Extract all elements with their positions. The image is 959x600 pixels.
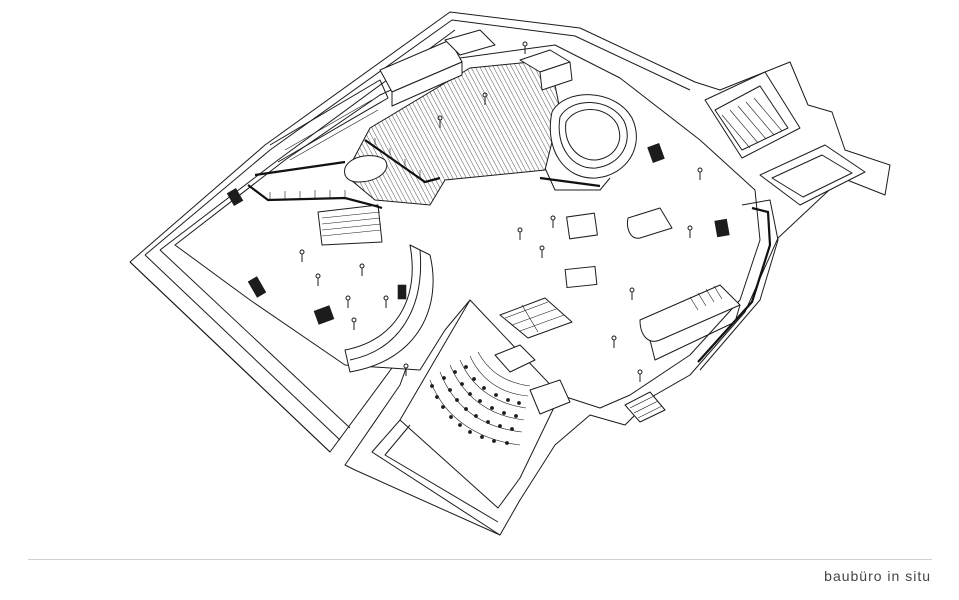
raised-deck: [269, 39, 561, 206]
caption: baubüro in situ: [824, 568, 931, 584]
lecture-hall: [371, 297, 573, 536]
caption-divider: [28, 559, 932, 560]
people: [299, 41, 703, 382]
west-steps: [317, 204, 434, 373]
furniture: [226, 29, 730, 325]
oval-pavilion: [544, 94, 637, 191]
east-stair: [624, 284, 741, 423]
railings: [247, 138, 601, 210]
axonometric-floor-plan: [129, 11, 891, 536]
east-annex: [697, 71, 866, 371]
